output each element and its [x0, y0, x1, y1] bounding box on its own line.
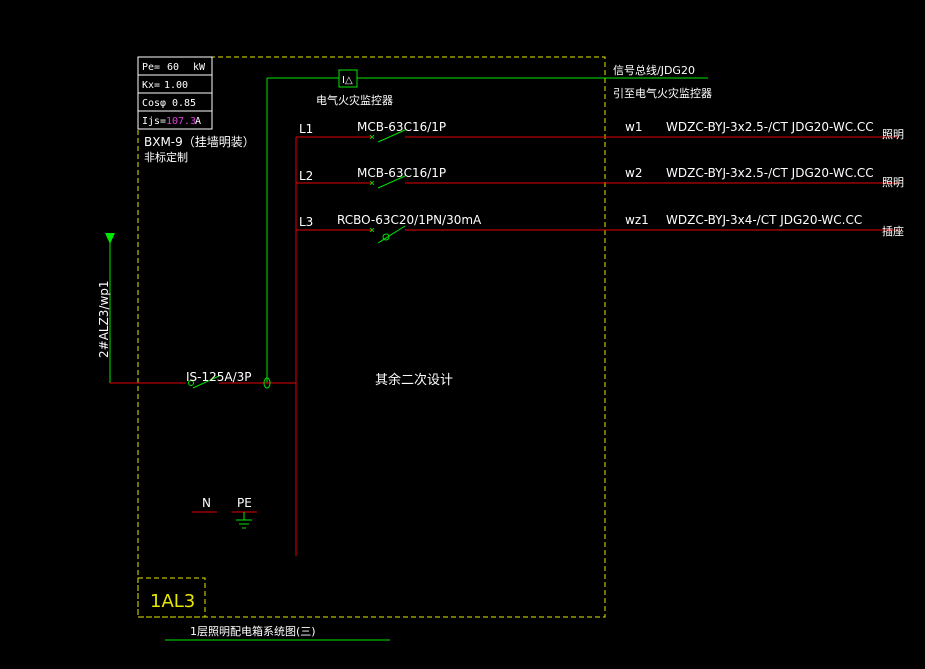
circuit-l3-phase: L3 — [299, 215, 313, 229]
rcd-icon — [382, 233, 390, 241]
circuit-l3-breaker: RCBO-63C20/1PN/30mA — [337, 213, 482, 227]
circuit-l1-id: w1 — [625, 120, 642, 134]
fire-monitor-icon — [338, 69, 358, 88]
pe-value: 60 — [167, 62, 179, 73]
parameter-table: Pe= 60 kW Kx= 1.00 Cosφ 0.85 Ijs= 107.3 … — [137, 56, 213, 130]
ijs-label: Ijs= — [142, 116, 166, 127]
incoming-cable-label: 2#ALZ3/wp1 — [97, 280, 111, 358]
n-terminal-label: N — [202, 496, 211, 510]
circuit-l3-load: 插座 — [882, 224, 904, 238]
incoming-arrow-icon — [105, 233, 115, 244]
circuit-l2-id: w2 — [625, 166, 642, 180]
circuit-l1-cable: WDZC-BYJ-3x2.5-/CT JDG20-WC.CC — [666, 120, 874, 134]
secondary-design-note: 其余二次设计 — [375, 372, 453, 388]
signal-line-label: 信号总线/JDG20 — [613, 63, 695, 77]
circuit-l2-phase: L2 — [299, 169, 313, 183]
kx-label: Kx= — [142, 80, 160, 91]
kx-value: 1.00 — [164, 80, 188, 91]
ijs-unit: A — [195, 116, 201, 127]
fire-monitor-symbol: I△ — [342, 75, 353, 86]
circuit-l3-cable: WDZC-BYJ-3x4-/CT JDG20-WC.CC — [666, 213, 862, 227]
breaker-l2-icon — [377, 175, 406, 189]
circuit-l1-breaker: MCB-63C16/1P — [357, 120, 446, 134]
pe-label: Pe= — [142, 62, 160, 73]
circuit-l2-load: 照明 — [882, 176, 904, 189]
pe-terminal-label: PE — [237, 496, 252, 510]
fire-monitor-label: 电气火灾监控器 — [316, 93, 393, 107]
breaker-l1-icon — [377, 129, 406, 143]
main-breaker-icon — [188, 375, 271, 389]
panel-name: 1AL3 — [150, 591, 195, 612]
ijs-value: 107.3 — [166, 116, 196, 127]
breaker-l2-cross-icon: × — [369, 178, 375, 189]
signal-destination-label: 引至电气火灾监控器 — [613, 86, 712, 100]
panel-name-box — [137, 577, 206, 618]
circuit-l1-load: 照明 — [882, 128, 904, 141]
circuit-l1-phase: L1 — [299, 122, 313, 136]
panel-model: BXM-9（挂墙明装） — [144, 135, 255, 149]
circuit-l3: × — [296, 225, 899, 244]
circuit-l2-cable: WDZC-BYJ-3x2.5-/CT JDG20-WC.CC — [666, 166, 874, 180]
breaker-l3-cross-icon: × — [369, 225, 375, 236]
circuit-l2-breaker: MCB-63C16/1P — [357, 166, 446, 180]
breaker-l3-icon — [377, 225, 406, 244]
pe-unit: kW — [193, 62, 206, 73]
panel-note: 非标定制 — [144, 150, 188, 164]
breaker-l1-cross-icon: × — [369, 132, 375, 143]
ground-icon — [236, 512, 252, 529]
incoming-feeder — [110, 137, 297, 556]
circuit-l3-id: wz1 — [625, 213, 649, 227]
cos-label: Cosφ — [142, 98, 166, 109]
circuit-l2: × — [296, 175, 899, 189]
diagram-caption: 1层照明配电箱系统图(三) — [190, 624, 316, 638]
main-breaker-label: IS-125A/3P — [186, 370, 252, 384]
panel-frame — [137, 56, 606, 618]
cos-value: 0.85 — [172, 98, 196, 109]
circuit-l1: × — [296, 129, 899, 143]
